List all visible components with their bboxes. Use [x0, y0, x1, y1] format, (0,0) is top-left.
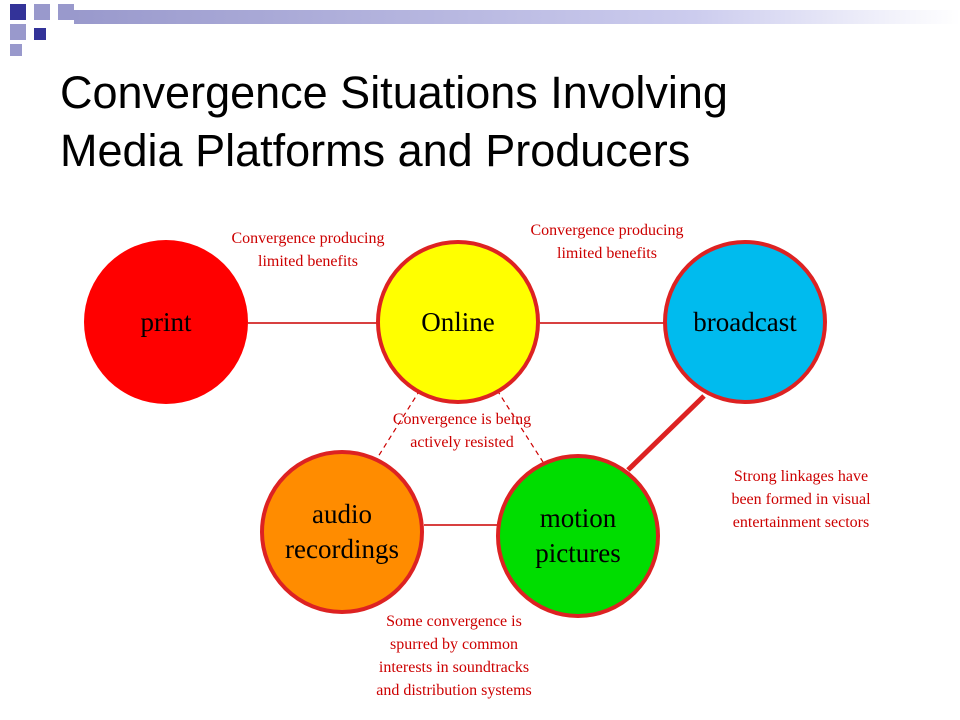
node-motion: motion pictures	[496, 454, 660, 618]
corner-square-light	[34, 4, 50, 20]
annotation-resisted: Convergence is being actively resisted	[393, 411, 531, 451]
annotation-print-online: Convergence producing limited benefits	[232, 230, 385, 270]
annotation-soundtracks-line-4: and distribution systems	[376, 682, 532, 699]
annotation-visual-line-3: entertainment sectors	[733, 514, 869, 531]
corner-square-dark-2	[34, 28, 46, 40]
annotation-soundtracks-line-1: Some convergence is	[386, 613, 522, 630]
node-audio: audio recordings	[260, 450, 424, 614]
slide-title: Convergence Situations Involving Media P…	[60, 64, 940, 180]
annotation-visual-line-2: been formed in visual	[731, 491, 871, 508]
annotation-online-broadcast-line-1: Convergence producing	[531, 222, 684, 239]
corner-square-light-4	[10, 44, 22, 56]
node-audio-label-line-1: audio	[312, 499, 372, 529]
node-motion-label-line-2: pictures	[535, 538, 620, 568]
node-broadcast: broadcast	[663, 240, 827, 404]
slide-title-line-2: Media Platforms and Producers	[60, 125, 691, 176]
node-broadcast-circle	[663, 240, 827, 404]
annotation-soundtracks-line-2: spurred by common	[390, 636, 518, 653]
node-print-circle	[84, 240, 248, 404]
node-print-label: print	[141, 307, 192, 337]
node-print: print	[84, 240, 248, 404]
corner-square-dark	[10, 4, 26, 20]
node-audio-circle	[260, 450, 424, 614]
node-online-circle	[376, 240, 540, 404]
annotation-resisted-line-1: Convergence is being	[393, 411, 531, 428]
node-online: Online	[376, 240, 540, 404]
corner-decoration	[10, 4, 74, 56]
link-online-audio-resisted	[375, 389, 421, 461]
node-online-label: Online	[421, 307, 495, 337]
annotation-visual-line-1: Strong linkages have	[734, 468, 868, 485]
node-motion-circle	[496, 454, 660, 618]
header-stripe	[74, 10, 960, 24]
node-broadcast-label: broadcast	[693, 307, 797, 337]
annotation-online-broadcast-line-2: limited benefits	[557, 245, 657, 262]
annotation-resisted-line-2: actively resisted	[410, 434, 514, 451]
corner-square-light-2	[58, 4, 74, 20]
corner-square-light-3	[10, 24, 26, 40]
slide-title-line-1: Convergence Situations Involving	[60, 67, 728, 118]
annotation-print-online-line-2: limited benefits	[258, 253, 358, 270]
annotation-soundtracks: Some convergence is spurred by common in…	[376, 613, 532, 699]
annotation-visual: Strong linkages have been formed in visu…	[731, 468, 871, 531]
link-broadcast-motion-strong	[626, 394, 706, 472]
node-audio-label-line-2: recordings	[285, 534, 399, 564]
annotation-online-broadcast: Convergence producing limited benefits	[531, 222, 684, 262]
annotation-soundtracks-line-3: interests in soundtracks	[379, 659, 529, 676]
annotation-print-online-line-1: Convergence producing	[232, 230, 385, 247]
node-motion-label-line-1: motion	[540, 503, 617, 533]
